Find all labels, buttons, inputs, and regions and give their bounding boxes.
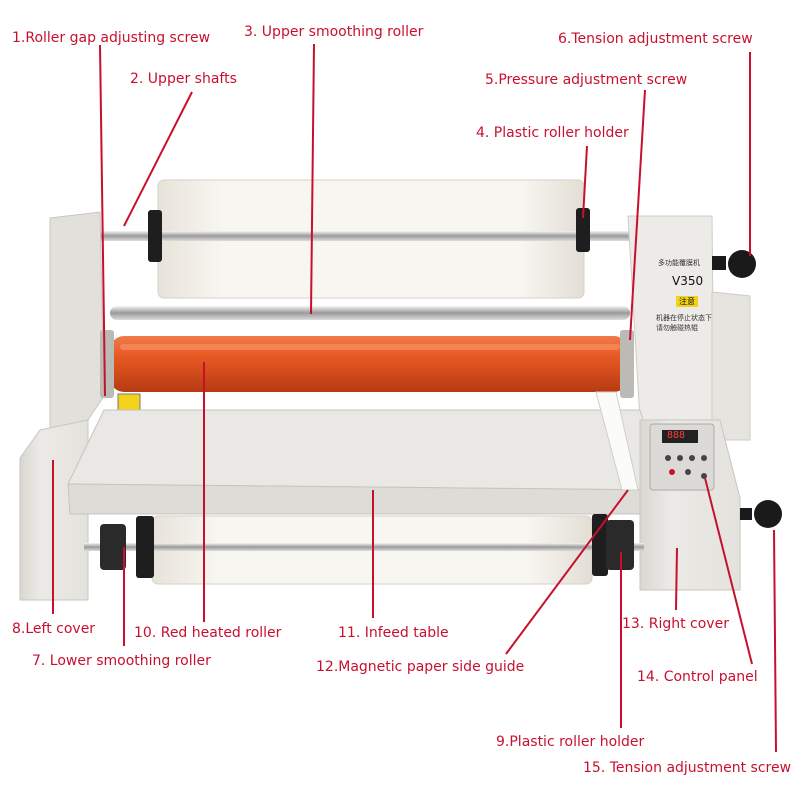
leader-line-5: [629, 89, 646, 341]
control-button: [685, 469, 691, 475]
warning-text-2: 请勿触碰热辊: [656, 324, 698, 332]
leader-line-2: [123, 91, 193, 227]
leader-line-13: [675, 547, 678, 611]
right-roller-end: [620, 330, 634, 398]
label-plastic-roller-holder-top: 4. Plastic roller holder: [476, 125, 629, 141]
label-infeed-table: 11. Infeed table: [338, 625, 449, 641]
warning-text-1: 机器在停止状态下: [656, 314, 712, 322]
leader-lines: [52, 43, 777, 753]
lower-right-holder: [606, 520, 634, 570]
label-lower-smoothing-roller: 7. Lower smoothing roller: [32, 653, 211, 669]
lower-tension-knob: [740, 500, 782, 528]
left-shaft-collar: [148, 210, 162, 262]
label-pressure-adjustment-screw: 5.Pressure adjustment screw: [485, 72, 688, 88]
lower-left-holder: [100, 524, 126, 570]
label-red-heated-roller: 10. Red heated roller: [134, 625, 282, 641]
right-shaft-collar: [576, 208, 590, 252]
upper-shaft: [100, 231, 636, 241]
lower-shaft: [84, 543, 644, 551]
model-label: V350: [672, 274, 704, 288]
heated-roller-highlight: [120, 344, 620, 350]
laminator-machine: [19, 179, 782, 601]
warning-title: 注意: [676, 296, 698, 307]
label-right-cover: 13. Right cover: [622, 616, 729, 632]
leader-line-1: [99, 44, 106, 397]
label-magnetic-paper-side-guide: 12.Magnetic paper side guide: [316, 659, 525, 675]
control-button: [669, 469, 675, 475]
label-upper-shafts: 2. Upper shafts: [130, 71, 237, 87]
upper-tension-knob: [712, 250, 756, 278]
control-button: [701, 473, 707, 479]
control-button: [689, 455, 695, 461]
control-button: [665, 455, 671, 461]
control-button: [701, 455, 707, 461]
leader-line-15: [773, 529, 777, 753]
panel-title: 多功能覆膜机: [658, 259, 700, 267]
hot-warning-sticker: [117, 393, 141, 413]
label-upper-smoothing-roller: 3. Upper smoothing roller: [244, 24, 424, 40]
leader-line-3: [310, 43, 315, 315]
left-side-frame: [49, 211, 105, 431]
leader-line-14: [704, 477, 753, 665]
upper-smoothing-roller: [110, 306, 630, 320]
leader-line-4: [582, 145, 588, 219]
leader-line-12: [505, 489, 629, 655]
control-display: [662, 430, 698, 443]
display-readout: 888: [667, 430, 686, 441]
magnetic-paper-guide: [595, 391, 639, 491]
infeed-table: [67, 409, 665, 491]
label-plastic-roller-holder-bottom: 9.Plastic roller holder: [496, 734, 645, 750]
lower-left-collar: [136, 516, 154, 578]
lower-right-collar: [592, 514, 608, 576]
label-roller-gap-adjusting-screw: 1.Roller gap adjusting screw: [12, 30, 211, 46]
label-tension-adjustment-screw-top: 6.Tension adjustment screw: [558, 31, 753, 47]
label-left-cover: 8.Left cover: [12, 621, 96, 637]
label-tension-adjustment-screw-bottom: 15. Tension adjustment screw: [583, 760, 792, 776]
label-control-panel: 14. Control panel: [637, 669, 758, 685]
control-button: [677, 455, 683, 461]
side-box: [711, 291, 751, 441]
left-roller-end: [100, 330, 114, 398]
